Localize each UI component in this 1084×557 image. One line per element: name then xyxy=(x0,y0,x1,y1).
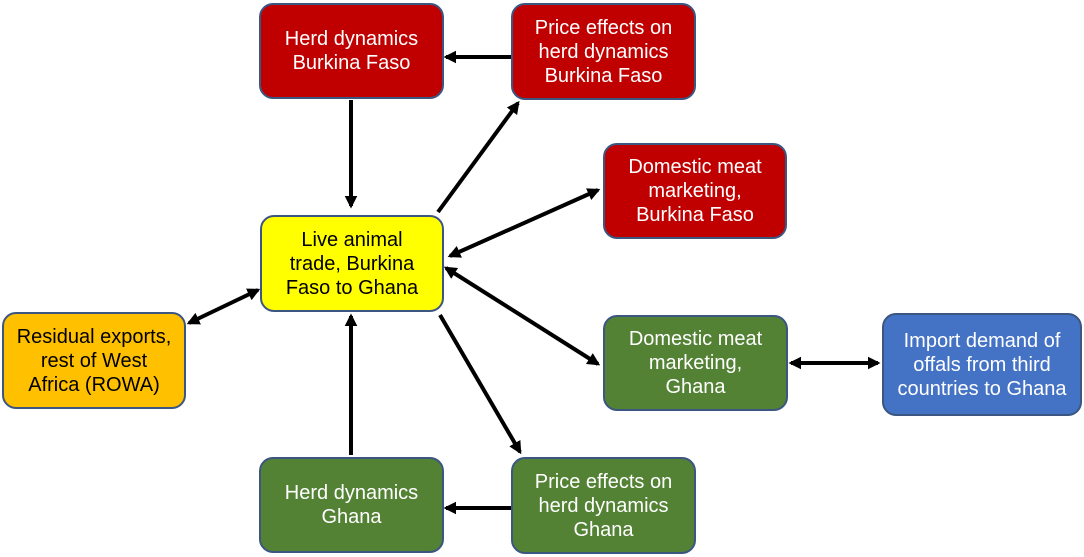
live-animal-trade-label: Live animal trade, Burkina Faso to Ghana xyxy=(285,228,419,299)
price-effects-burkina-faso-node: Price effects on herd dynamics Burkina F… xyxy=(511,3,696,100)
residual-exports-rowa-label: Residual exports, rest of West Africa (R… xyxy=(16,325,172,396)
herd-dynamics-burkina-faso-label: Herd dynamics Burkina Faso xyxy=(284,28,419,74)
domestic-meat-burkina-faso-label: Domestic meat marketing, Burkina Faso xyxy=(628,156,762,226)
arrow-live-trade-meat-gh xyxy=(443,266,601,366)
arrow-live-trade-to-price-bf xyxy=(436,100,520,214)
residual-exports-rowa-node: Residual exports, rest of West Africa (R… xyxy=(2,312,186,409)
import-demand-offals-label: Import demand of offals from third count… xyxy=(897,329,1067,400)
live-animal-trade-node: Live animal trade, Burkina Faso to Ghana xyxy=(260,215,444,312)
arrow-live-trade-meat-bf xyxy=(447,188,601,258)
domestic-meat-ghana-label: Domestic meat marketing, Ghana xyxy=(628,328,763,398)
price-effects-ghana-label: Price effects on herd dynamics Ghana xyxy=(534,470,673,541)
arrow-live-trade-to-price-gh xyxy=(438,313,522,455)
domestic-meat-burkina-faso-node: Domestic meat marketing, Burkina Faso xyxy=(603,143,787,239)
herd-dynamics-burkina-faso-node: Herd dynamics Burkina Faso xyxy=(259,3,444,99)
price-effects-ghana-node: Price effects on herd dynamics Ghana xyxy=(511,457,696,554)
herd-dynamics-ghana-label: Herd dynamics Ghana xyxy=(284,482,419,528)
domestic-meat-ghana-node: Domestic meat marketing, Ghana xyxy=(603,315,788,411)
price-effects-burkina-faso-label: Price effects on herd dynamics Burkina F… xyxy=(534,16,673,87)
herd-dynamics-ghana-node: Herd dynamics Ghana xyxy=(259,457,444,553)
import-demand-offals-node: Import demand of offals from third count… xyxy=(882,313,1082,416)
arrow-rowa-live-trade xyxy=(186,288,261,325)
